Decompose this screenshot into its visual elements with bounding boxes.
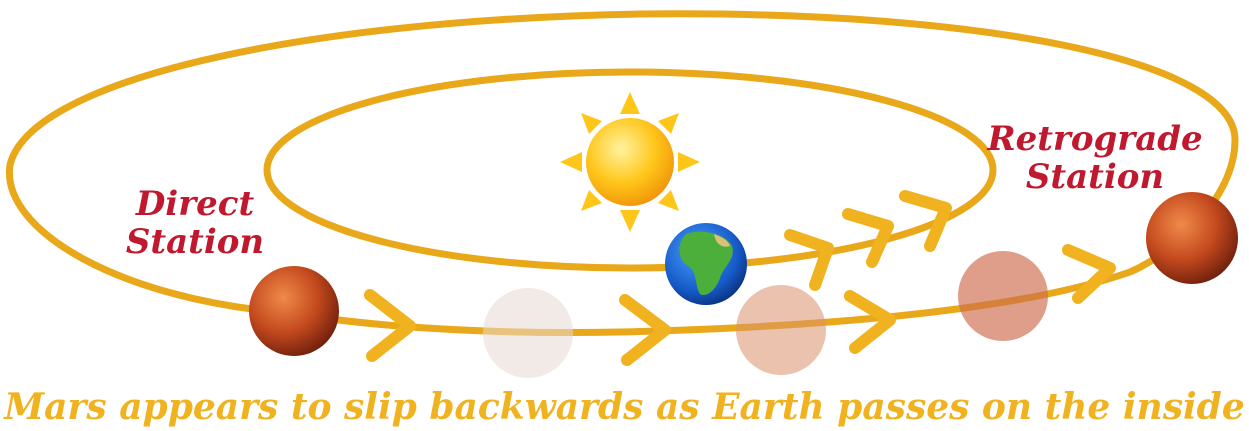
retrograde-station-line-2: Station [975,158,1215,196]
caption: Mars appears to slip backwards as Earth … [0,386,1249,428]
direct-station-line-2: Station [95,223,295,261]
mars-icon [483,288,573,378]
retrograde-station-line-1: Retrograde [975,120,1215,158]
mars-icon [736,285,826,375]
mars-icon [958,251,1048,341]
mars-icon [249,266,339,356]
sun-icon [560,92,700,232]
mars-icon [1146,192,1238,284]
retrograde-station-label: Retrograde Station [975,120,1215,196]
direct-station-line-1: Direct [95,185,295,223]
earth-icon [665,223,747,305]
arrow-icon [905,196,946,246]
direct-station-label: Direct Station [95,185,295,261]
arrow-icon [848,214,888,262]
